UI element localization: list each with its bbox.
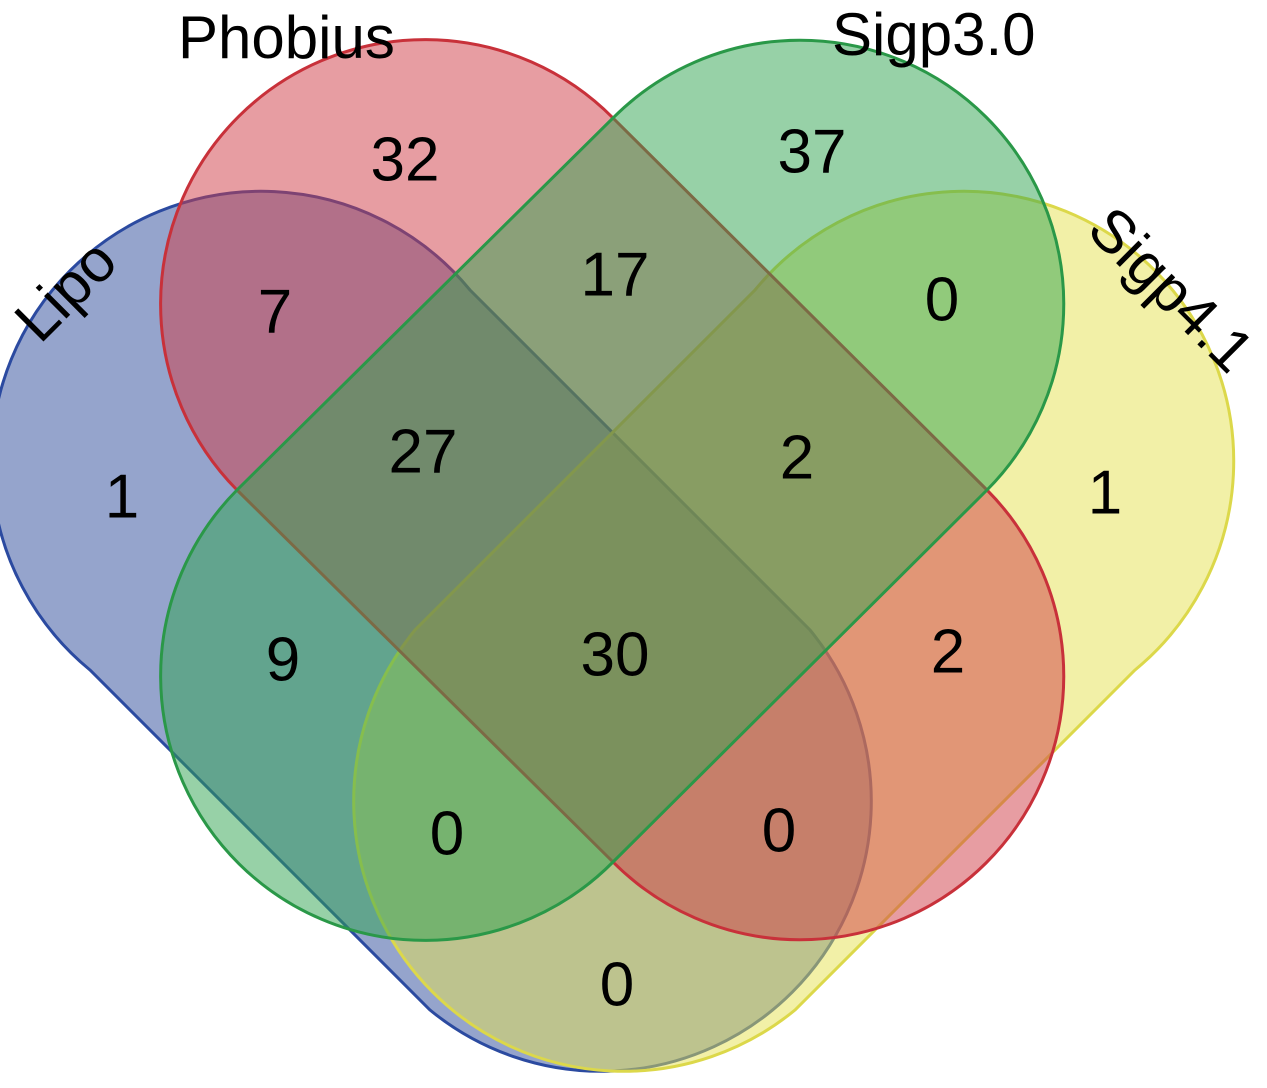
count-lipo-sigp41: 0: [600, 951, 634, 1020]
count-sigp30-sigp41: 0: [925, 266, 959, 335]
count-phobius-only: 32: [371, 126, 440, 195]
count-sigp30-only: 37: [778, 118, 847, 187]
count-phobius-sigp30: 17: [581, 241, 650, 310]
set-label-phobius: Phobius: [178, 4, 395, 71]
set-sigp30-shape: [159, 38, 1066, 942]
count-sigp41-only: 1: [1088, 459, 1122, 528]
count-lipo-sigp30-sigp41: 0: [430, 800, 464, 869]
count-all-four: 30: [581, 621, 650, 690]
count-lipo-sigp30: 9: [266, 626, 300, 695]
count-lipo-phobius-sigp30: 27: [389, 418, 458, 487]
count-phobius-sigp30-sigp41: 2: [780, 424, 814, 493]
count-lipo-phobius-sigp41: 0: [762, 797, 796, 866]
count-lipo-phobius: 7: [258, 278, 292, 347]
count-phobius-sigp41: 2: [931, 618, 965, 687]
count-lipo-only: 1: [105, 463, 139, 532]
set-label-sigp30: Sigp3.0: [832, 1, 1036, 68]
